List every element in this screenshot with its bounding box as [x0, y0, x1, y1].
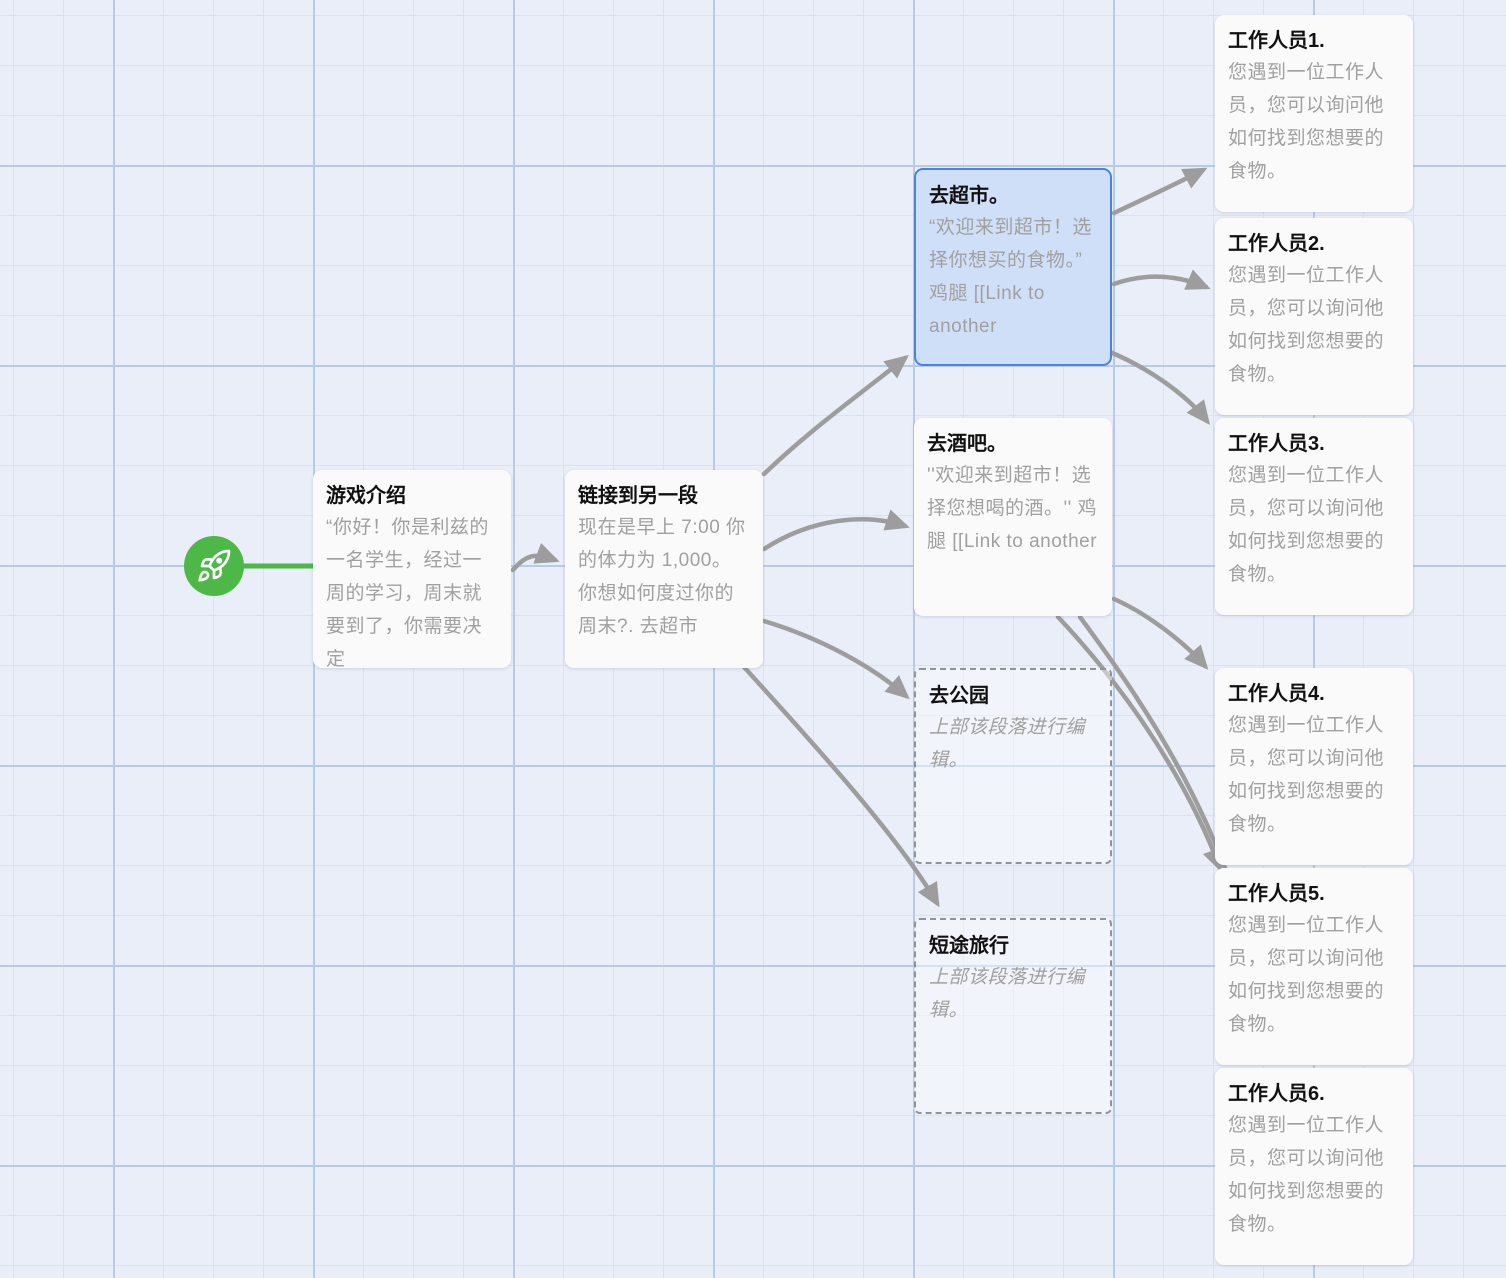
- connection-link-passage-supermarket: [761, 354, 909, 477]
- passage-body: 上部该段落进行编辑。: [929, 717, 1086, 771]
- passage-body: 您遇到一位工作人员，您可以询问他如何找到您想要的食物。: [1228, 465, 1385, 585]
- passage-title: 短途旅行: [929, 935, 1009, 957]
- passage-node-bar[interactable]: 去酒吧。 ''欢迎来到超市！选择您想喝的酒。'' 鸡腿 [[Link to an…: [914, 418, 1112, 616]
- passage-node-intro[interactable]: 游戏介绍 “你好！你是利兹的一名学生，经过一周的学习，周末就要到了，你需要决定: [313, 470, 511, 668]
- rocket-icon: [198, 549, 231, 582]
- passage-title: 游戏介绍: [326, 485, 406, 507]
- passage-node-worker5[interactable]: 工作人员5. 您遇到一位工作人员，您可以询问他如何找到您想要的食物。: [1215, 868, 1413, 1065]
- passage-body: ''欢迎来到超市！选择您想喝的酒。'' 鸡腿 [[Link to another: [927, 465, 1098, 552]
- passage-node-worker4[interactable]: 工作人员4. 您遇到一位工作人员，您可以询问他如何找到您想要的食物。: [1215, 668, 1413, 865]
- passage-body: 您遇到一位工作人员，您可以询问他如何找到您想要的食物。: [1228, 62, 1385, 182]
- start-node[interactable]: [184, 536, 244, 596]
- passage-body: “欢迎来到超市！选择你想买的食物。” 鸡腿 [[Link to another: [929, 217, 1092, 337]
- passage-title: 工作人员5.: [1228, 883, 1325, 905]
- passage-title: 工作人员2.: [1228, 233, 1325, 255]
- passage-node-worker1[interactable]: 工作人员1. 您遇到一位工作人员，您可以询问他如何找到您想要的食物。: [1215, 15, 1413, 212]
- passage-title: 去酒吧。: [927, 433, 1007, 455]
- connection-bar-worker5: [1055, 614, 1224, 873]
- passage-node-supermarket[interactable]: 去超市。 “欢迎来到超市！选择你想买的食物。” 鸡腿 [[Link to ano…: [914, 168, 1112, 366]
- passage-body: “你好！你是利兹的一名学生，经过一周的学习，周末就要到了，你需要决定: [326, 517, 489, 668]
- connection-supermarket-worker3: [1107, 349, 1211, 425]
- passage-title: 去公园: [929, 685, 989, 707]
- connection-link-passage-bar: [761, 509, 910, 552]
- passage-node-park[interactable]: 去公园 上部该段落进行编辑。: [914, 668, 1112, 864]
- passage-node-link-passage[interactable]: 链接到另一段 现在是早上 7:00 你的体力为 1,000。你想如何度过你的周末…: [565, 470, 763, 668]
- passage-body: 您遇到一位工作人员，您可以询问他如何找到您想要的食物。: [1228, 1115, 1385, 1235]
- passage-title: 工作人员4.: [1228, 683, 1325, 705]
- connection-intro-link-passage: [510, 543, 560, 573]
- passage-body: 您遇到一位工作人员，您可以询问他如何找到您想要的食物。: [1228, 915, 1385, 1035]
- connection-link-passage-park: [761, 618, 910, 700]
- passage-node-worker6[interactable]: 工作人员6. 您遇到一位工作人员，您可以询问他如何找到您想要的食物。: [1215, 1068, 1413, 1265]
- passage-node-trip[interactable]: 短途旅行 上部该段落进行编辑。: [914, 918, 1112, 1114]
- passage-body: 您遇到一位工作人员，您可以询问他如何找到您想要的食物。: [1228, 715, 1385, 835]
- passage-body: 上部该段落进行编辑。: [929, 967, 1086, 1021]
- passage-node-worker3[interactable]: 工作人员3. 您遇到一位工作人员，您可以询问他如何找到您想要的食物。: [1215, 418, 1413, 615]
- passage-body: 您遇到一位工作人员，您可以询问他如何找到您想要的食物。: [1228, 265, 1385, 385]
- passage-node-worker2[interactable]: 工作人员2. 您遇到一位工作人员，您可以询问他如何找到您想要的食物。: [1215, 218, 1413, 415]
- connection-link-passage-trip: [741, 664, 940, 908]
- passage-title: 链接到另一段: [578, 485, 698, 507]
- connection-bar-worker4: [1111, 596, 1209, 670]
- passage-body: 现在是早上 7:00 你的体力为 1,000。你想如何度过你的周末?. 去超市: [578, 517, 746, 637]
- passage-title: 去超市。: [929, 185, 1009, 207]
- passage-title: 工作人员3.: [1228, 433, 1325, 455]
- connection-supermarket-worker1: [1111, 167, 1208, 216]
- passage-title: 工作人员6.: [1228, 1083, 1325, 1105]
- passage-title: 工作人员1.: [1228, 30, 1325, 52]
- connection-supermarket-worker2: [1111, 269, 1211, 290]
